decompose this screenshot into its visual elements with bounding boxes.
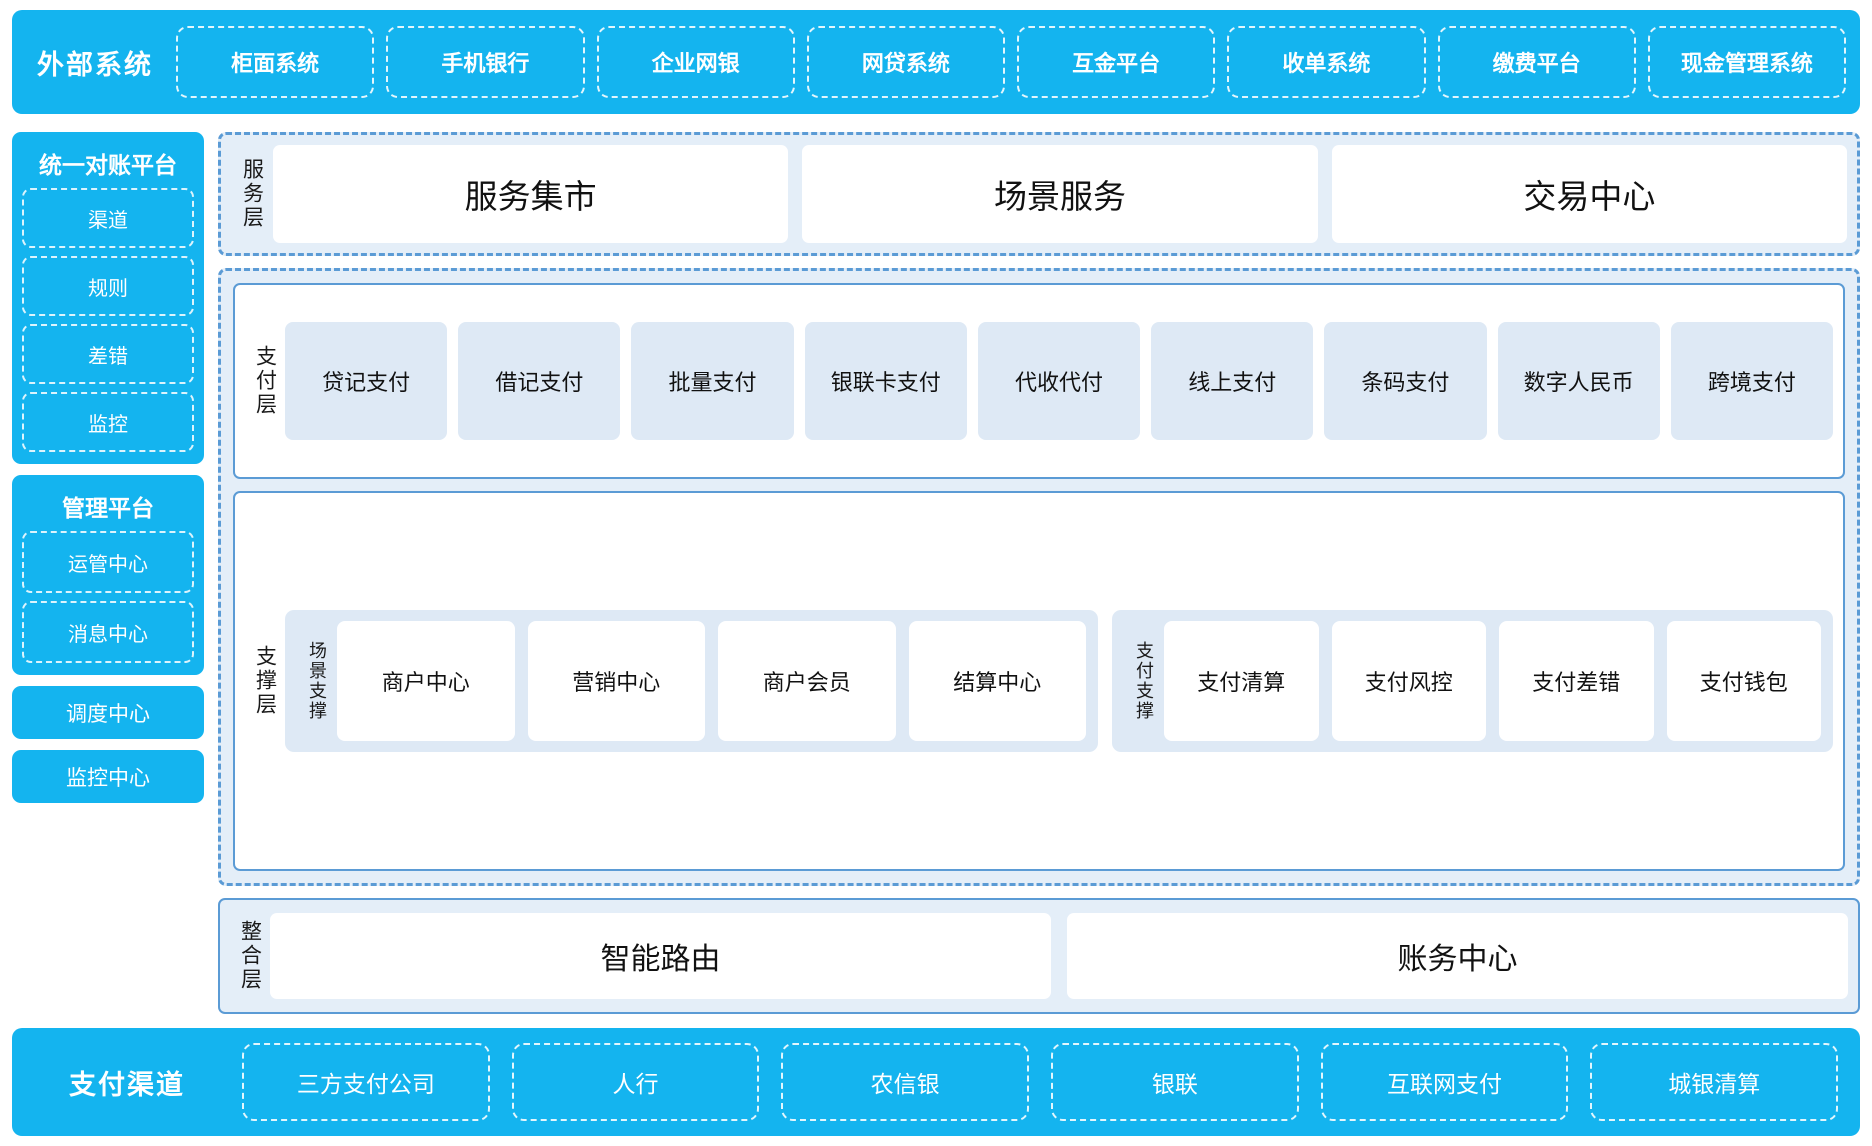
service-card-transaction-center[interactable]: 交易中心 <box>1331 145 1847 243</box>
main-column: 服务层 服务集市 场景服务 交易中心 支付层 贷记支付 借记支付 批量支付 银联… <box>218 132 1860 1014</box>
external-system-item[interactable]: 网贷系统 <box>806 26 1005 98</box>
payment-tile-cross-border[interactable]: 跨境支付 <box>1670 322 1833 440</box>
payment-layer-panel: 支付层 贷记支付 借记支付 批量支付 银联卡支付 代收代付 线上支付 条码支付 … <box>233 283 1845 479</box>
sidebar-item-channel[interactable]: 渠道 <box>22 188 194 248</box>
service-card-marketplace[interactable]: 服务集市 <box>273 145 789 243</box>
unified-reconciliation-platform-panel: 统一对账平台 渠道 规则 差错 监控 <box>12 132 204 464</box>
payment-channel-internet-payment[interactable]: 互联网支付 <box>1320 1043 1569 1121</box>
integration-card-accounting-center[interactable]: 账务中心 <box>1067 913 1848 999</box>
integration-layer-panel: 整合层 智能路由 账务中心 <box>218 898 1860 1014</box>
core-layers-group: 支付层 贷记支付 借记支付 批量支付 银联卡支付 代收代付 线上支付 条码支付 … <box>218 268 1860 886</box>
payment-layer-label: 支付层 <box>253 345 277 417</box>
service-layer-card-list: 服务集市 场景服务 交易中心 <box>273 145 1847 243</box>
payment-layer-tile-list: 贷记支付 借记支付 批量支付 银联卡支付 代收代付 线上支付 条码支付 数字人民… <box>285 322 1833 440</box>
sidebar-item-scheduling-center[interactable]: 调度中心 <box>12 686 204 739</box>
sidebar-item-operations-center[interactable]: 运管中心 <box>22 531 194 593</box>
payment-channels-title: 支付渠道 <box>69 1069 185 1100</box>
external-systems-title: 外部系统 <box>37 49 153 80</box>
payment-tile-collection-payment[interactable]: 代收代付 <box>977 322 1141 440</box>
support-tile-marketing-center[interactable]: 营销中心 <box>527 621 705 741</box>
external-system-item[interactable]: 互金平台 <box>1017 26 1216 98</box>
external-system-item[interactable]: 手机银行 <box>386 26 585 98</box>
external-system-item[interactable]: 柜面系统 <box>176 26 375 98</box>
payment-channels-bar: 支付渠道 三方支付公司 人行 农信银 银联 互联网支付 城银清算 <box>12 1028 1860 1136</box>
service-layer-group: 服务层 服务集市 场景服务 交易中心 <box>218 132 1860 256</box>
payment-channel-city-bank-clearing[interactable]: 城银清算 <box>1590 1043 1839 1121</box>
payment-tile-batch[interactable]: 批量支付 <box>631 322 794 440</box>
support-tile-payment-clearing[interactable]: 支付清算 <box>1164 621 1319 741</box>
sidebar-item-error[interactable]: 差错 <box>22 324 194 384</box>
management-platform-title: 管理平台 <box>62 495 154 521</box>
payment-channel-unionpay[interactable]: 银联 <box>1051 1043 1299 1121</box>
support-layer-panel: 支撑层 场景支撑 商户中心 营销中心 商户会员 结算中心 <box>233 491 1845 871</box>
payment-tile-digital-rmb[interactable]: 数字人民币 <box>1497 322 1660 440</box>
integration-layer-label: 整合层 <box>238 920 262 992</box>
payment-tile-credit[interactable]: 贷记支付 <box>285 322 448 440</box>
integration-layer-card-list: 智能路由 账务中心 <box>270 913 1848 999</box>
sidebar-item-message-center[interactable]: 消息中心 <box>22 601 194 663</box>
payment-support-group: 支付支撑 支付清算 支付风控 支付差错 支付钱包 <box>1112 610 1833 752</box>
support-tile-merchant-center[interactable]: 商户中心 <box>337 621 515 741</box>
external-systems-bar: 外部系统 柜面系统 手机银行 企业网银 网贷系统 互金平台 收单系统 缴费平台 … <box>12 10 1860 114</box>
payment-channel-rcc[interactable]: 农信银 <box>781 1043 1030 1121</box>
support-layer-label: 支撑层 <box>253 645 277 717</box>
sidebar-item-rule[interactable]: 规则 <box>22 256 194 316</box>
scenario-support-label: 场景支撑 <box>307 641 327 721</box>
payment-tile-barcode[interactable]: 条码支付 <box>1324 322 1487 440</box>
support-tile-payment-error[interactable]: 支付差错 <box>1499 621 1654 741</box>
support-tile-payment-risk[interactable]: 支付风控 <box>1331 621 1487 741</box>
unified-reconciliation-platform-title: 统一对账平台 <box>39 152 177 178</box>
scenario-support-group: 场景支撑 商户中心 营销中心 商户会员 结算中心 <box>285 610 1099 752</box>
payment-support-tile-list: 支付清算 支付风控 支付差错 支付钱包 <box>1164 621 1822 741</box>
payment-tile-debit[interactable]: 借记支付 <box>458 322 621 440</box>
support-layer-group-list: 场景支撑 商户中心 营销中心 商户会员 结算中心 支付支撑 支付清算 <box>285 610 1833 752</box>
support-tile-merchant-member[interactable]: 商户会员 <box>718 621 896 741</box>
sidebar-item-monitor[interactable]: 监控 <box>22 392 194 452</box>
payment-channel-third-party[interactable]: 三方支付公司 <box>242 1043 490 1121</box>
service-layer-label: 服务层 <box>240 158 264 230</box>
payment-channel-pboc[interactable]: 人行 <box>511 1043 760 1121</box>
sidebar-item-monitoring-center[interactable]: 监控中心 <box>12 750 204 803</box>
payment-support-label: 支付支撑 <box>1134 641 1155 721</box>
payment-tile-unionpay-card[interactable]: 银联卡支付 <box>804 322 967 440</box>
integration-card-smart-routing[interactable]: 智能路由 <box>270 913 1051 999</box>
external-system-item[interactable]: 收单系统 <box>1227 26 1426 98</box>
external-system-item[interactable]: 缴费平台 <box>1437 26 1636 98</box>
external-system-item[interactable]: 企业网银 <box>596 26 795 98</box>
middle-region: 统一对账平台 渠道 规则 差错 监控 管理平台 运管中心 消息中心 调度中心 监… <box>12 132 1860 1014</box>
payment-tile-online[interactable]: 线上支付 <box>1151 322 1314 440</box>
payment-channels-chip-list: 三方支付公司 人行 农信银 银联 互联网支付 城银清算 <box>242 1043 1839 1121</box>
support-tile-settlement-center[interactable]: 结算中心 <box>908 621 1086 741</box>
management-platform-panel: 管理平台 运管中心 消息中心 <box>12 475 204 675</box>
scenario-support-tile-list: 商户中心 营销中心 商户会员 结算中心 <box>337 621 1086 741</box>
support-tile-payment-wallet[interactable]: 支付钱包 <box>1666 621 1822 741</box>
left-sidebar: 统一对账平台 渠道 规则 差错 监控 管理平台 运管中心 消息中心 调度中心 监… <box>12 132 204 1014</box>
service-card-scenario[interactable]: 场景服务 <box>802 145 1318 243</box>
external-systems-chip-list: 柜面系统 手机银行 企业网银 网贷系统 互金平台 收单系统 缴费平台 现金管理系… <box>176 26 1846 98</box>
external-system-item[interactable]: 现金管理系统 <box>1647 26 1846 98</box>
